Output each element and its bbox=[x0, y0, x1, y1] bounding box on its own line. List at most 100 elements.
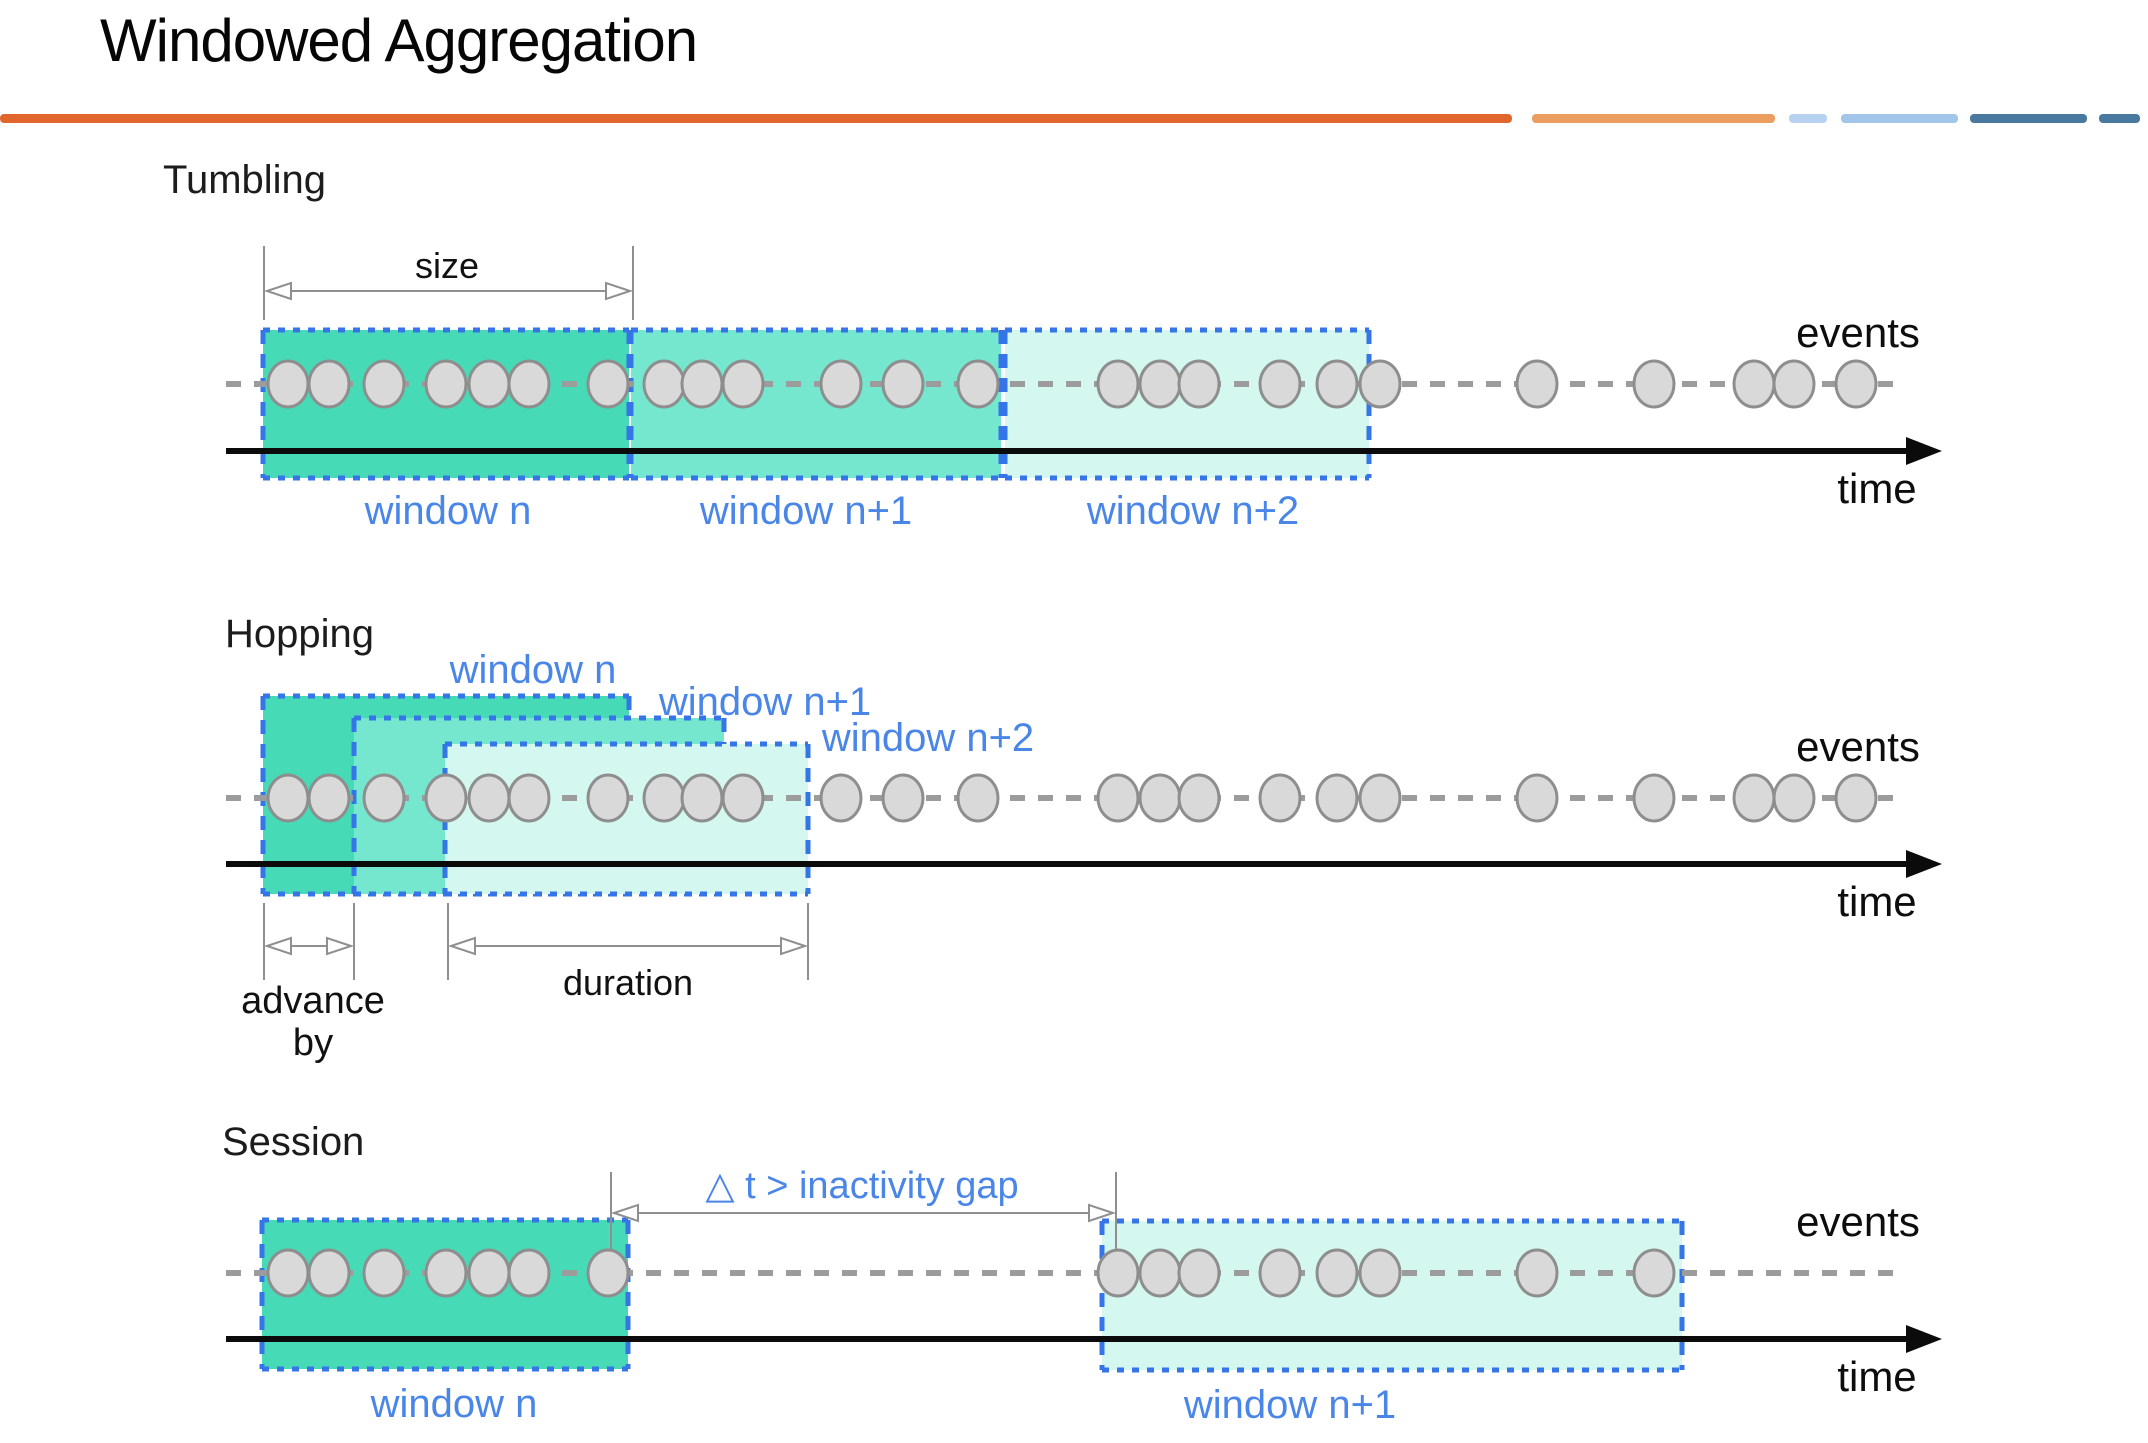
session-event-dot bbox=[586, 1248, 630, 1298]
tumbling-event-dot bbox=[307, 359, 351, 409]
divider-segment bbox=[1970, 114, 2087, 123]
hopping-measure-1-arrowhead-left bbox=[447, 936, 476, 956]
tumbling-event-dot bbox=[1258, 359, 1302, 409]
tumbling-event-dot bbox=[507, 359, 551, 409]
tumbling-event-dot bbox=[881, 359, 925, 409]
tumbling-measure-0-arrowhead-right bbox=[605, 281, 634, 301]
hopping-event-dot bbox=[1515, 773, 1559, 823]
hopping-event-dot bbox=[881, 773, 925, 823]
tumbling-event-dot bbox=[362, 359, 406, 409]
hopping-event-dot bbox=[1315, 773, 1359, 823]
tumbling-event-dot bbox=[1632, 359, 1676, 409]
session-window-1 bbox=[1102, 1221, 1682, 1370]
tumbling-event-dot bbox=[721, 359, 765, 409]
tumbling-window-n-label: window n bbox=[364, 489, 532, 533]
tumbling-diagram bbox=[226, 246, 1942, 481]
hopping-event-dot bbox=[424, 773, 468, 823]
hopping-event-dot bbox=[467, 773, 511, 823]
hopping-event-dot bbox=[819, 773, 863, 823]
hopping-event-dot bbox=[362, 773, 406, 823]
session-event-dot bbox=[307, 1248, 351, 1298]
tumbling-window-1 bbox=[631, 330, 1001, 478]
session-event-dot bbox=[1096, 1248, 1140, 1298]
tumbling-event-dot bbox=[266, 359, 310, 409]
session-event-dot bbox=[424, 1248, 468, 1298]
tumbling-measure-0-arrowhead-left bbox=[263, 281, 292, 301]
hopping-measure-1-arrowhead-right bbox=[780, 936, 809, 956]
session-event-dot bbox=[467, 1248, 511, 1298]
hopping-event-dot bbox=[1096, 773, 1140, 823]
hopping-event-dot bbox=[1177, 773, 1221, 823]
hopping-event-dot bbox=[1834, 773, 1878, 823]
tumbling-event-dot bbox=[642, 359, 686, 409]
advance-by-label-line2: by bbox=[292, 1022, 334, 1064]
divider-segment bbox=[1789, 114, 1827, 123]
hopping-event-dot bbox=[266, 773, 310, 823]
hopping-event-dot bbox=[1732, 773, 1776, 823]
hopping-event-dot bbox=[507, 773, 551, 823]
duration-measure-label: duration bbox=[562, 962, 694, 1003]
hopping-axis-arrowhead bbox=[1906, 850, 1942, 878]
divider-segment bbox=[0, 114, 1512, 123]
tumbling-event-dot bbox=[819, 359, 863, 409]
tumbling-event-dot bbox=[1138, 359, 1182, 409]
session-event-dot bbox=[1515, 1248, 1559, 1298]
tumbling-events-label: events bbox=[1796, 309, 1920, 356]
tumbling-event-dot bbox=[1177, 359, 1221, 409]
hopping-measure-0-arrowhead-right bbox=[326, 936, 355, 956]
hopping-event-dot bbox=[1632, 773, 1676, 823]
hopping-event-dot bbox=[1772, 773, 1816, 823]
session-event-dot bbox=[266, 1248, 310, 1298]
tumbling-window-n1-label: window n+1 bbox=[699, 489, 913, 533]
section-title-tumbling: Tumbling bbox=[163, 158, 327, 202]
section-title-session: Session bbox=[222, 1120, 365, 1164]
tumbling-event-dot bbox=[586, 359, 630, 409]
divider-segment bbox=[1532, 114, 1775, 123]
inactivity-gap-label: △ t > inactivity gap bbox=[705, 1165, 1019, 1207]
hopping-event-dot bbox=[1258, 773, 1302, 823]
tumbling-window-n2-label: window n+2 bbox=[1086, 489, 1300, 533]
tumbling-event-dot bbox=[467, 359, 511, 409]
hopping-event-dot bbox=[642, 773, 686, 823]
session-event-dot bbox=[1632, 1248, 1676, 1298]
divider-segment bbox=[1841, 114, 1958, 123]
tumbling-event-dot bbox=[680, 359, 724, 409]
hopping-window-n2-label: window n+2 bbox=[821, 716, 1035, 760]
section-title-hopping: Hopping bbox=[225, 612, 375, 656]
advance-by-label-line1: advance bbox=[241, 980, 385, 1022]
session-event-dot bbox=[1177, 1248, 1221, 1298]
session-window-n1-label: window n+1 bbox=[1183, 1383, 1397, 1427]
tumbling-event-dot bbox=[1096, 359, 1140, 409]
tumbling-event-dot bbox=[1834, 359, 1878, 409]
hopping-event-dot bbox=[1358, 773, 1402, 823]
page-title: Windowed Aggregation bbox=[100, 7, 698, 74]
title-divider bbox=[0, 114, 2148, 123]
session-event-dot bbox=[1258, 1248, 1302, 1298]
hopping-event-dot bbox=[721, 773, 765, 823]
session-event-dot bbox=[507, 1248, 551, 1298]
hopping-event-dot bbox=[307, 773, 351, 823]
session-event-dot bbox=[362, 1248, 406, 1298]
hopping-event-dot bbox=[680, 773, 724, 823]
hopping-time-label: time bbox=[1837, 878, 1917, 925]
tumbling-event-dot bbox=[1515, 359, 1559, 409]
session-measure-0-arrowhead-left bbox=[610, 1203, 639, 1223]
hopping-event-dot bbox=[956, 773, 1000, 823]
hopping-event-dot bbox=[1138, 773, 1182, 823]
hopping-diagram bbox=[226, 693, 1942, 980]
session-axis-arrowhead bbox=[1906, 1325, 1942, 1353]
session-time-label: time bbox=[1837, 1353, 1917, 1400]
hopping-window-n-label: window n bbox=[449, 648, 617, 692]
session-diagram bbox=[226, 1172, 1942, 1373]
divider-segment bbox=[2099, 114, 2140, 123]
hopping-events-label: events bbox=[1796, 723, 1920, 770]
size-measure-label: size bbox=[414, 245, 480, 286]
session-event-dot bbox=[1358, 1248, 1402, 1298]
hopping-window-n1-label: window n+1 bbox=[658, 680, 872, 724]
tumbling-event-dot bbox=[1732, 359, 1776, 409]
session-window-n-label: window n bbox=[370, 1382, 538, 1426]
session-event-dot bbox=[1138, 1248, 1182, 1298]
session-measure-0-arrowhead-right bbox=[1088, 1203, 1117, 1223]
